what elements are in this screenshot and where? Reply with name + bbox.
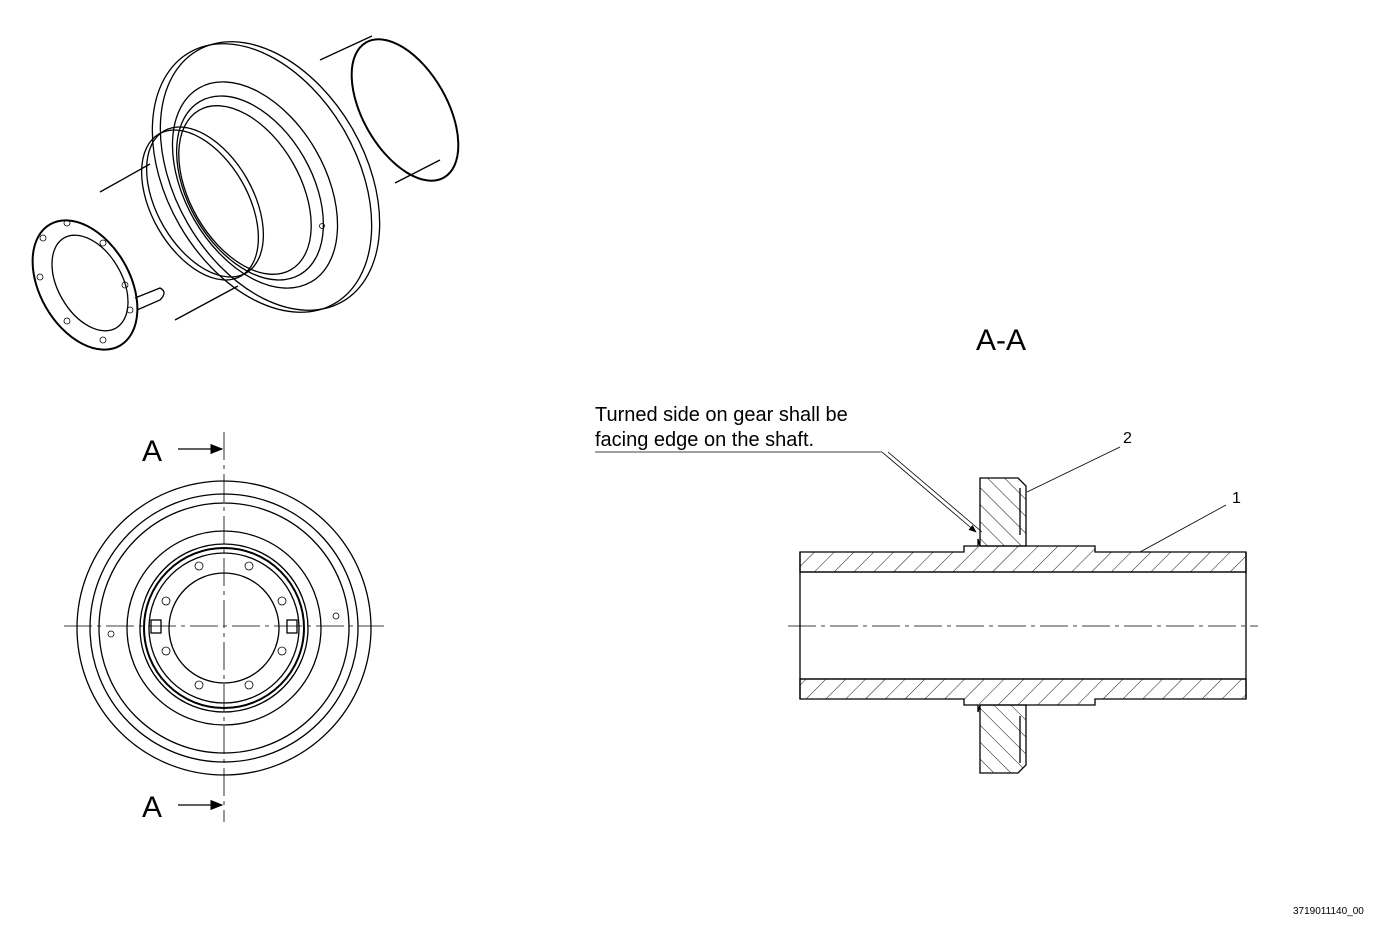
drawing-number: 3719011140_00 bbox=[1293, 906, 1364, 917]
front-view: A A bbox=[64, 432, 384, 824]
iso-middle-shaft bbox=[99, 126, 265, 321]
bolt-holes bbox=[107, 561, 340, 690]
section-view: A-A 2 1 Turned side on gear shall be fac… bbox=[595, 324, 1258, 774]
callout-1: 1 bbox=[1232, 490, 1241, 507]
section-label-top: A bbox=[142, 435, 162, 468]
iso-gear-flange bbox=[151, 41, 381, 313]
iso-front-end bbox=[31, 219, 165, 351]
note-line-1: Turned side on gear shall be bbox=[595, 404, 848, 426]
iso-rear-shaft bbox=[319, 35, 460, 184]
section-title: A-A bbox=[976, 324, 1026, 357]
note-line-2: facing edge on the shaft. bbox=[595, 429, 814, 451]
gear-upper bbox=[979, 477, 1027, 547]
isometric-view bbox=[31, 35, 460, 351]
callout-2: 2 bbox=[1123, 430, 1132, 447]
gear-lower bbox=[979, 704, 1027, 774]
section-label-bottom: A bbox=[142, 791, 162, 824]
